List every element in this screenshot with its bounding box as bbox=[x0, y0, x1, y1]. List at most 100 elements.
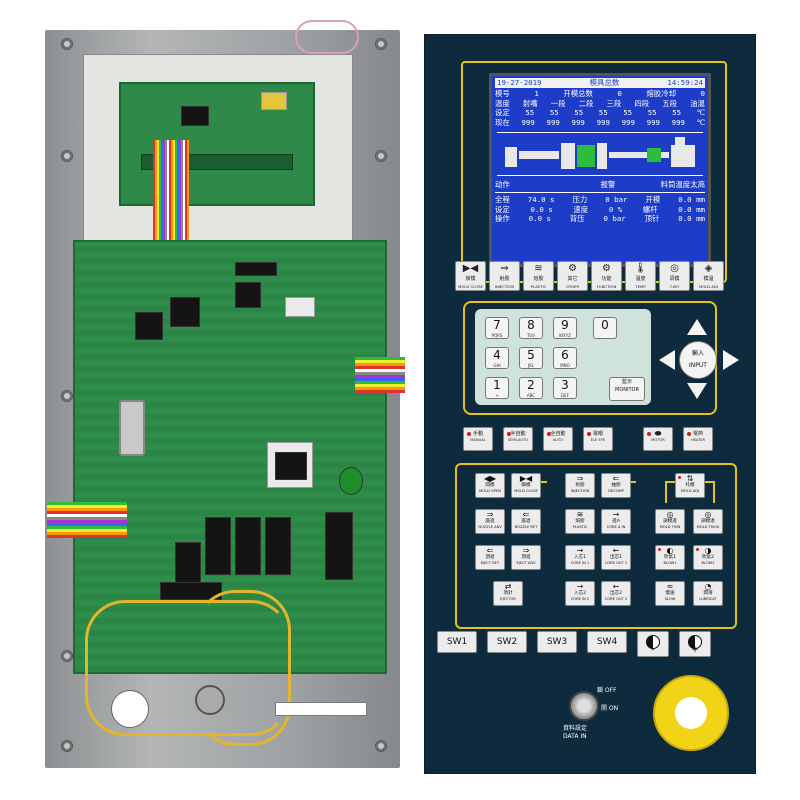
arrow-up-icon[interactable] bbox=[687, 319, 707, 335]
transformer bbox=[261, 92, 287, 110]
plastic-icon: ≋ bbox=[534, 263, 543, 274]
core-in-icon: → bbox=[576, 582, 584, 591]
sw3-button[interactable]: SW3 bbox=[537, 631, 577, 653]
core-in-icon: → bbox=[576, 546, 584, 555]
sw2-button[interactable]: SW2 bbox=[487, 631, 527, 653]
slow-icon: ≈ bbox=[666, 582, 674, 591]
mold-open-icon: ◀▶ bbox=[483, 474, 497, 483]
sw4-button[interactable]: SW4 bbox=[587, 631, 627, 653]
sw1-button[interactable]: SW1 bbox=[437, 631, 477, 653]
ic-chip bbox=[275, 452, 307, 480]
lcd-time: 14:59:24 bbox=[667, 78, 703, 87]
lcd-driver-board bbox=[119, 82, 315, 206]
keyswitch-cn-label: 資料設定 bbox=[563, 725, 588, 732]
contrast-icon bbox=[646, 635, 660, 649]
arrow-right-icon[interactable] bbox=[723, 350, 739, 370]
injection-icon: ⇒ bbox=[500, 263, 509, 274]
ribbon-cable bbox=[47, 502, 127, 538]
ejector-icon: ⇄ bbox=[504, 582, 512, 591]
ic-chip bbox=[265, 517, 291, 575]
db9-connector bbox=[119, 400, 145, 456]
decomp-icon: ⇐ bbox=[612, 474, 620, 483]
data-in-keyswitch[interactable] bbox=[569, 691, 599, 721]
ribbon-cable bbox=[355, 357, 405, 393]
arrow-down-icon[interactable] bbox=[687, 383, 707, 399]
led-indicator bbox=[687, 432, 691, 436]
key-motor[interactable]: ⬬MOTOR bbox=[643, 427, 673, 451]
yellow-wire bbox=[195, 590, 291, 746]
lcd-header: 19-27-2019 模具总数 14:59:24 bbox=[495, 78, 705, 88]
screw bbox=[61, 38, 73, 50]
increase-button[interactable]: + bbox=[679, 631, 711, 657]
lcd-row: 动作报警料筒温度太高 bbox=[495, 179, 705, 189]
temp-icon: 🌡 bbox=[634, 263, 647, 274]
led-indicator bbox=[647, 432, 651, 436]
mold-adjust-icon: ◎ bbox=[670, 263, 679, 274]
nozzle-ret-icon: ⇐ bbox=[522, 510, 530, 519]
key-0[interactable]: 0 bbox=[593, 317, 617, 339]
screw bbox=[61, 150, 73, 162]
nozzle-adv-icon: ⇒ bbox=[486, 510, 494, 519]
arrow-left-icon[interactable] bbox=[659, 350, 675, 370]
decrease-button[interactable]: - bbox=[637, 631, 669, 657]
core-out-icon: ← bbox=[612, 582, 620, 591]
screw bbox=[61, 390, 73, 402]
key-1[interactable]: 1+ bbox=[485, 377, 509, 399]
led-indicator bbox=[467, 432, 471, 436]
capacitor bbox=[339, 467, 363, 495]
mold-adj-icon: ⇅ bbox=[686, 474, 694, 483]
emergency-stop-button[interactable] bbox=[653, 675, 729, 751]
